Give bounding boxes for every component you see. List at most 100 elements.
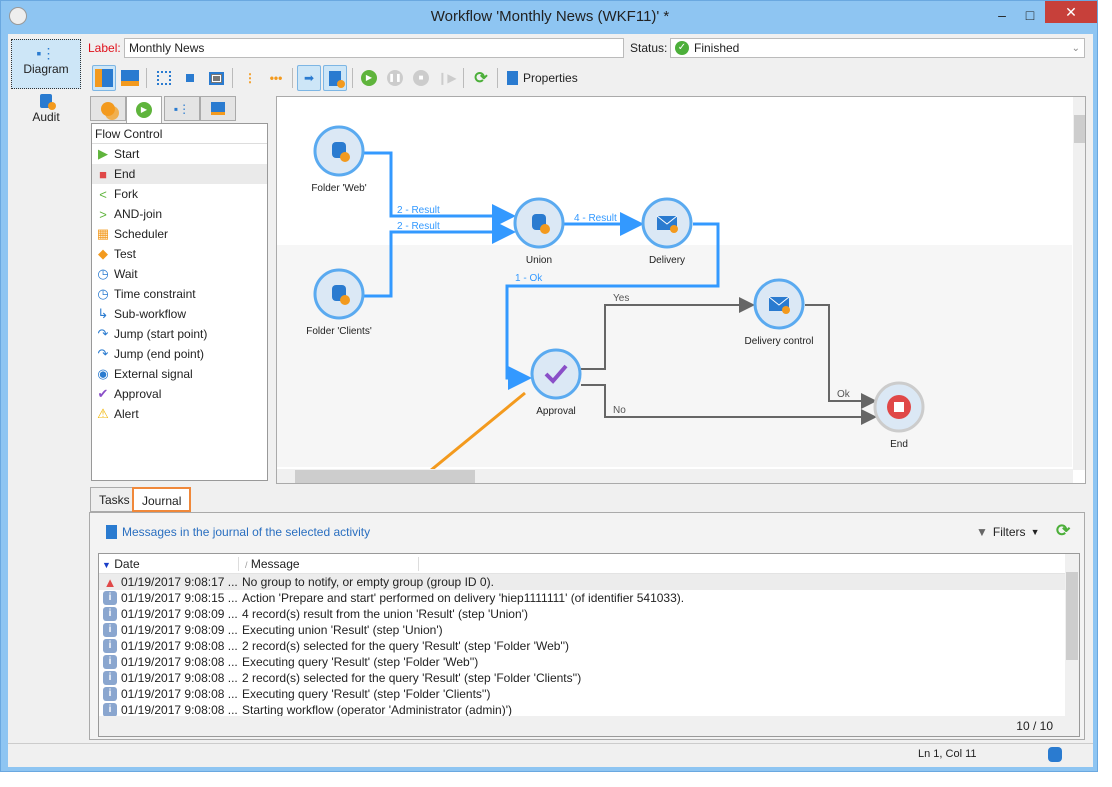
- node-approval[interactable]: Approval: [530, 348, 582, 417]
- palette-item-approval[interactable]: ✔Approval: [92, 384, 267, 404]
- diagram-icon: ▪⋮: [36, 45, 56, 61]
- fit-button[interactable]: [152, 65, 176, 91]
- row-date: 01/19/2017 9:08:08 ...: [121, 687, 238, 701]
- palette-section-title: Flow Control: [92, 124, 267, 144]
- align-horizontal-button[interactable]: •••: [264, 65, 288, 91]
- zoom-full-button[interactable]: [204, 65, 228, 91]
- edge-delivery-approval: [505, 222, 720, 390]
- tab-events[interactable]: [200, 96, 236, 121]
- check-icon: ✓: [675, 41, 689, 55]
- transitions-button[interactable]: ➡: [297, 65, 321, 91]
- pause-button[interactable]: ❚❚: [383, 65, 407, 91]
- info-icon: i: [103, 591, 117, 605]
- status-value: Finished: [694, 41, 740, 55]
- column-message[interactable]: / Message: [239, 556, 419, 571]
- palette-item-time-constraint[interactable]: ◷Time constraint: [92, 284, 267, 304]
- row-message: Executing query 'Result' (step 'Folder '…: [242, 655, 479, 669]
- layout-horizontal-button[interactable]: [118, 65, 142, 91]
- layout-vertical-button[interactable]: [92, 65, 116, 91]
- nav-audit[interactable]: Audit: [11, 91, 81, 131]
- node-end[interactable]: End: [873, 381, 925, 450]
- targeting-icon: [101, 101, 115, 116]
- tab-targeting[interactable]: [90, 96, 126, 121]
- step-button[interactable]: ❙▶: [435, 65, 459, 91]
- palette-item-end[interactable]: ■End: [92, 164, 267, 184]
- canvas-band: [277, 245, 1072, 467]
- row-date: 01/19/2017 9:08:09 ...: [121, 607, 238, 621]
- warning-icon: ▲: [103, 574, 117, 590]
- horizontal-scrollbar[interactable]: [277, 469, 1073, 483]
- play-icon: ▶: [136, 102, 152, 118]
- node-folder-web[interactable]: Folder 'Web': [311, 125, 367, 194]
- properties-button[interactable]: Properties: [503, 65, 589, 91]
- node-label: Delivery: [649, 255, 685, 266]
- palette-item-fork[interactable]: <Fork: [92, 184, 267, 204]
- tab-tasks[interactable]: Tasks: [90, 487, 139, 512]
- palette-item-external-signal[interactable]: ◉External signal: [92, 364, 267, 384]
- edge-ok: [805, 304, 877, 409]
- cursor-position: Ln 1, Col 11: [918, 748, 977, 760]
- table-row[interactable]: ▲01/19/2017 9:08:17 ...No group to notif…: [99, 574, 1079, 590]
- tab-actions[interactable]: ▪⋮: [164, 96, 200, 121]
- row-message: 2 record(s) selected for the query 'Resu…: [242, 639, 569, 653]
- square-icon: [186, 74, 194, 82]
- node-union[interactable]: Union: [513, 197, 565, 266]
- palette-item-label: Scheduler: [114, 227, 169, 241]
- node-folder-clients[interactable]: Folder 'Clients': [306, 268, 372, 337]
- status-select[interactable]: ✓ Finished ⌄: [670, 38, 1085, 58]
- and-join-icon: >: [99, 206, 107, 222]
- minimize-button[interactable]: –: [998, 7, 1006, 23]
- log-icon: [106, 525, 117, 539]
- column-date[interactable]: ▼ Date: [99, 556, 239, 571]
- palette-item-start[interactable]: ▶Start: [92, 144, 267, 164]
- stop-button[interactable]: ■: [409, 65, 433, 91]
- palette-item-wait[interactable]: ◷Wait: [92, 264, 267, 284]
- nav-diagram[interactable]: ▪⋮ Diagram: [11, 39, 81, 89]
- refresh-button[interactable]: ⟳: [469, 65, 493, 91]
- tab-flow-control[interactable]: ▶: [126, 96, 162, 123]
- node-delivery[interactable]: Delivery: [641, 197, 693, 266]
- edge-label: Yes: [613, 293, 629, 304]
- start-button[interactable]: ▶: [357, 65, 381, 91]
- close-button[interactable]: ✕: [1045, 1, 1097, 23]
- palette-item-alert[interactable]: ⚠Alert: [92, 404, 267, 424]
- journal-panel: Messages in the journal of the selected …: [89, 512, 1085, 740]
- palette-item-and-join[interactable]: >AND-join: [92, 204, 267, 224]
- info-icon: i: [103, 623, 117, 637]
- sub-workflow-icon: ↳: [97, 306, 109, 321]
- align-vertical-button[interactable]: ⋮: [238, 65, 262, 91]
- title-bar: Workflow 'Monthly News (WKF11)' * – □ ✕: [1, 1, 1099, 34]
- row-date: 01/19/2017 9:08:08 ...: [121, 703, 238, 717]
- vertical-scrollbar[interactable]: [1073, 97, 1085, 470]
- palette-item-jump-start[interactable]: ↷Jump (start point): [92, 324, 267, 344]
- tab-journal[interactable]: Journal: [132, 487, 192, 512]
- palette-item-label: Jump (end point): [114, 347, 205, 361]
- logs-button[interactable]: [323, 65, 347, 91]
- zoom-small-button[interactable]: [178, 65, 202, 91]
- maximize-button[interactable]: □: [1025, 7, 1035, 23]
- jump-start-icon: ↷: [97, 326, 109, 341]
- palette-item-test[interactable]: ◆Test: [92, 244, 267, 264]
- label-input[interactable]: Monthly News: [124, 38, 624, 58]
- refresh-journal-button[interactable]: ⟳: [1056, 521, 1071, 540]
- node-label: Union: [526, 255, 552, 266]
- row-date: 01/19/2017 9:08:15 ...: [121, 591, 238, 605]
- palette-item-sub-workflow[interactable]: ↳Sub-workflow: [92, 304, 267, 324]
- palette-item-scheduler[interactable]: ▦Scheduler: [92, 224, 267, 244]
- palette-item-jump-end[interactable]: ↷Jump (end point): [92, 344, 267, 364]
- import-icon: [211, 102, 225, 115]
- edge-label: 1 - Ok: [515, 273, 543, 284]
- filters-button[interactable]: ▼ Filters ▼: [976, 525, 1039, 539]
- palette-item-label: Approval: [114, 387, 162, 401]
- journal-scrollbar[interactable]: [1065, 554, 1079, 736]
- node-delivery-control[interactable]: Delivery control: [745, 278, 814, 347]
